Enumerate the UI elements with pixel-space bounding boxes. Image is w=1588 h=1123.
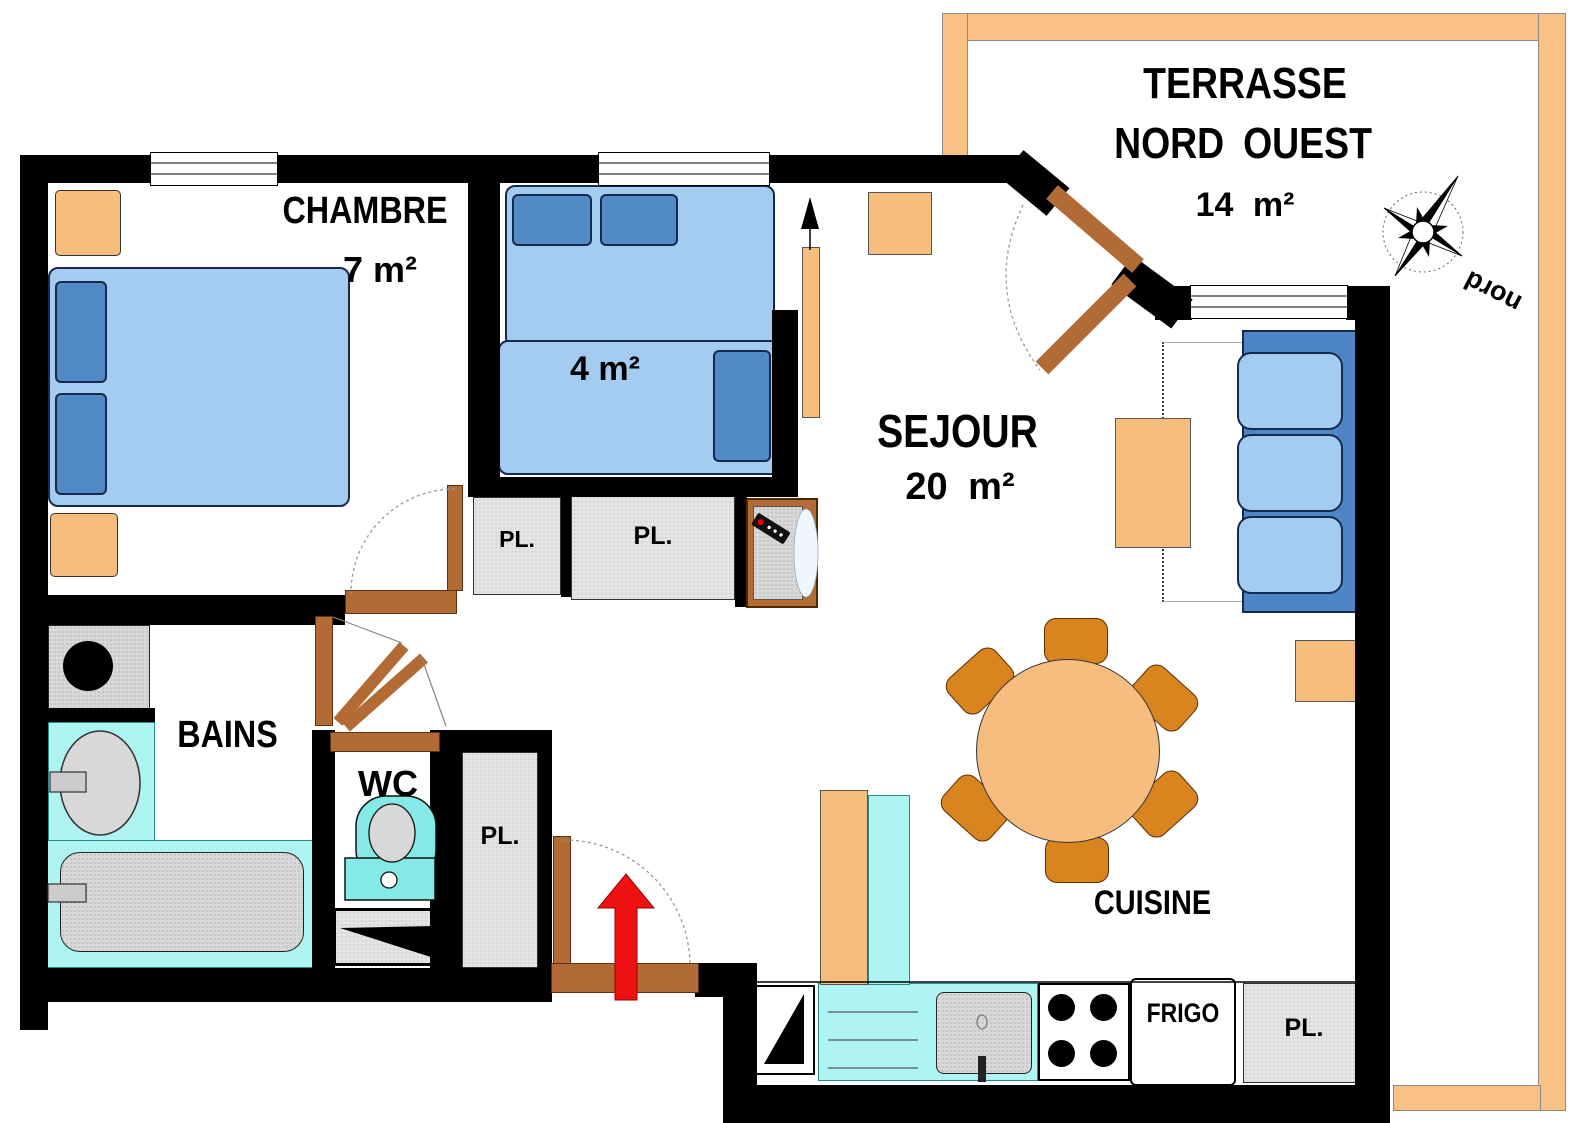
wc-folding-door — [332, 616, 447, 732]
terrace-door — [1005, 185, 1144, 375]
kitchen-sink — [936, 992, 1032, 1074]
terrace-railing-bottom — [1393, 1085, 1541, 1111]
kitchen-return-counter — [868, 795, 910, 985]
washing-machine — [48, 625, 150, 710]
bed-pillow — [55, 281, 107, 383]
terrace-railing-right — [1538, 13, 1566, 1111]
wall-bottom — [723, 1085, 1390, 1123]
wall-bains-wc-divider — [312, 730, 335, 1002]
room-label-bains: BAINS — [177, 714, 278, 756]
terrasse-label-2: NORD OUEST — [1114, 119, 1372, 168]
wall-window-right-corner — [1346, 286, 1390, 320]
kitchen-triangle-box — [755, 985, 815, 1075]
closet-end-wall — [735, 495, 747, 607]
wall-alcove-right — [772, 310, 798, 497]
coffee-table — [1115, 418, 1191, 548]
closet-label: PL. — [633, 522, 673, 550]
room-label-sejour: SEJOUR — [877, 405, 1038, 457]
closet-label: PL. — [499, 526, 535, 552]
terrasse-label-1: TERRASSE — [1143, 59, 1347, 108]
room-label-chambre: CHAMBRE — [282, 190, 448, 232]
wall-bottom-left — [20, 968, 462, 1002]
entry-door-sill — [551, 963, 699, 993]
wc-door-sill — [330, 732, 440, 752]
sofa-cushion — [1237, 352, 1343, 430]
alcove-arrow — [801, 197, 819, 250]
hall-closet-2 — [571, 495, 735, 600]
terrace-railing-left-post — [942, 13, 968, 161]
terrasse-area: 14 m² — [1195, 186, 1295, 224]
room-area-alcove: 4 m² — [570, 350, 640, 388]
bains-sink-counter — [48, 722, 155, 843]
alcove-cushion — [713, 350, 771, 462]
chambre-door-arc — [350, 488, 456, 594]
wall-east — [1355, 298, 1390, 1085]
toilet — [344, 795, 437, 901]
wall-chambre-bottom — [20, 595, 345, 625]
window-alcove — [598, 152, 770, 186]
room-label-cuisine: CUISINE — [1093, 884, 1212, 922]
window-chambre — [150, 152, 278, 186]
chambre-door-leaf — [447, 485, 463, 591]
wall-chambre-alcove-divider — [468, 183, 500, 485]
wall-fold-door-stub — [313, 598, 335, 618]
alcove-pillow — [512, 194, 592, 246]
tv — [753, 506, 803, 600]
wall-window-left-jamb — [1155, 286, 1192, 320]
closet-divider-wall — [561, 495, 571, 597]
compass-label-nord: nord — [1459, 264, 1527, 319]
wall-left — [20, 155, 48, 1030]
fridge-label: FRIGO — [1146, 998, 1220, 1028]
room-label-wc: WC — [358, 763, 418, 804]
entry-closet — [462, 752, 538, 968]
hall-closet-1 — [473, 497, 561, 595]
compass-rose — [1382, 175, 1464, 277]
terrace-railing-top — [942, 13, 1542, 41]
stove-burner — [1048, 1040, 1075, 1067]
bed-pillow — [55, 393, 107, 495]
sofa-cushion — [1237, 434, 1343, 512]
window-sejour-terrace — [1190, 285, 1348, 319]
fridge — [1130, 978, 1236, 1086]
stove-burner — [1048, 994, 1075, 1021]
dining-chair — [1045, 837, 1109, 883]
kitchen-closet — [1243, 983, 1363, 1083]
bains-counter-divider — [48, 708, 155, 722]
nightstand — [55, 190, 121, 256]
wall-wc-right — [430, 730, 450, 1002]
entry-door-leaf — [553, 836, 571, 968]
entry-door-arc — [563, 839, 691, 967]
kitchen-return-cabinet — [820, 790, 868, 985]
nightstand — [50, 513, 118, 577]
bains-door-leaf — [315, 616, 333, 726]
side-table — [868, 192, 932, 255]
dining-chair — [1044, 618, 1108, 664]
room-area-chambre: 7 m² — [342, 249, 418, 290]
shelf-unit — [802, 247, 820, 418]
dining-table — [976, 659, 1160, 843]
bathtub — [60, 852, 304, 952]
stove-burner — [1090, 1040, 1117, 1067]
stove-burner — [1090, 994, 1117, 1021]
room-area-sejour: 20 m² — [905, 466, 1015, 508]
chambre-door-sill — [345, 590, 457, 614]
wall-under-alcove — [468, 477, 788, 497]
alcove-pillow — [600, 194, 678, 246]
closet-label: PL. — [480, 822, 520, 850]
closet-label: PL. — [1284, 1014, 1324, 1042]
stool — [1295, 640, 1361, 702]
sofa-cushion — [1237, 516, 1343, 594]
